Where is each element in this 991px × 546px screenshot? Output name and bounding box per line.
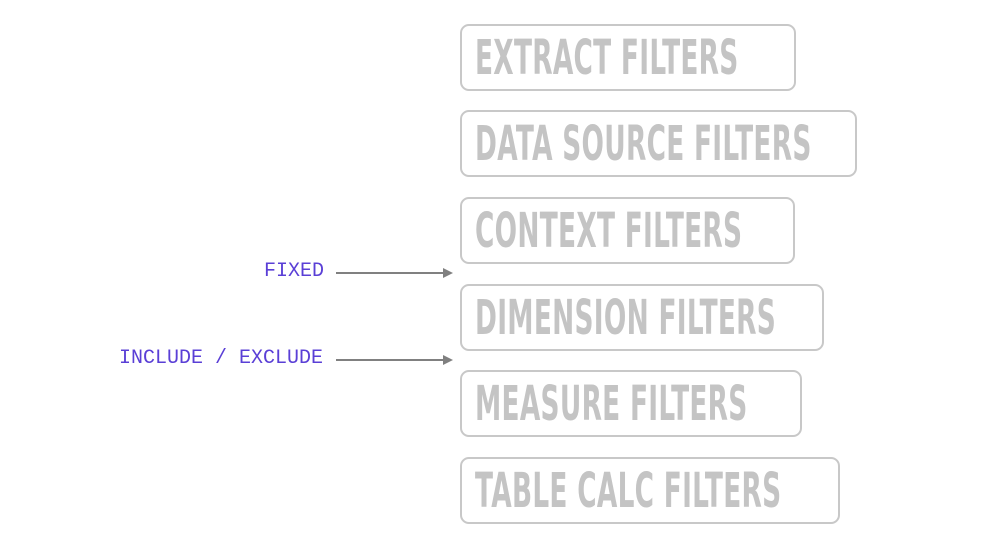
data-source-filters-box: DATA SOURCE FILTERS: [460, 110, 857, 177]
table-calc-filters-box: TABLE CALC FILTERS: [460, 457, 840, 524]
context-filters-box: CONTEXT FILTERS: [460, 197, 795, 264]
measure-filters-box: MEASURE FILTERS: [460, 370, 802, 437]
table-calc-filters-label: TABLE CALC FILTERS: [475, 462, 782, 519]
extract-filters-label: EXTRACT FILTERS: [475, 29, 739, 86]
measure-filters-label: MEASURE FILTERS: [475, 375, 748, 432]
data-source-filters-label: DATA SOURCE FILTERS: [475, 115, 812, 172]
fixed-arrow: [336, 268, 453, 278]
fixed-annotation-label: FIXED: [263, 260, 324, 283]
context-filters-label: CONTEXT FILTERS: [475, 202, 743, 259]
dimension-filters-label: DIMENSION FILTERS: [475, 289, 777, 346]
include-exclude-annotation-label: INCLUDE / EXCLUDE: [118, 347, 323, 370]
include-exclude-arrow: [336, 355, 453, 365]
dimension-filters-box: DIMENSION FILTERS: [460, 284, 824, 351]
extract-filters-box: EXTRACT FILTERS: [460, 24, 796, 91]
